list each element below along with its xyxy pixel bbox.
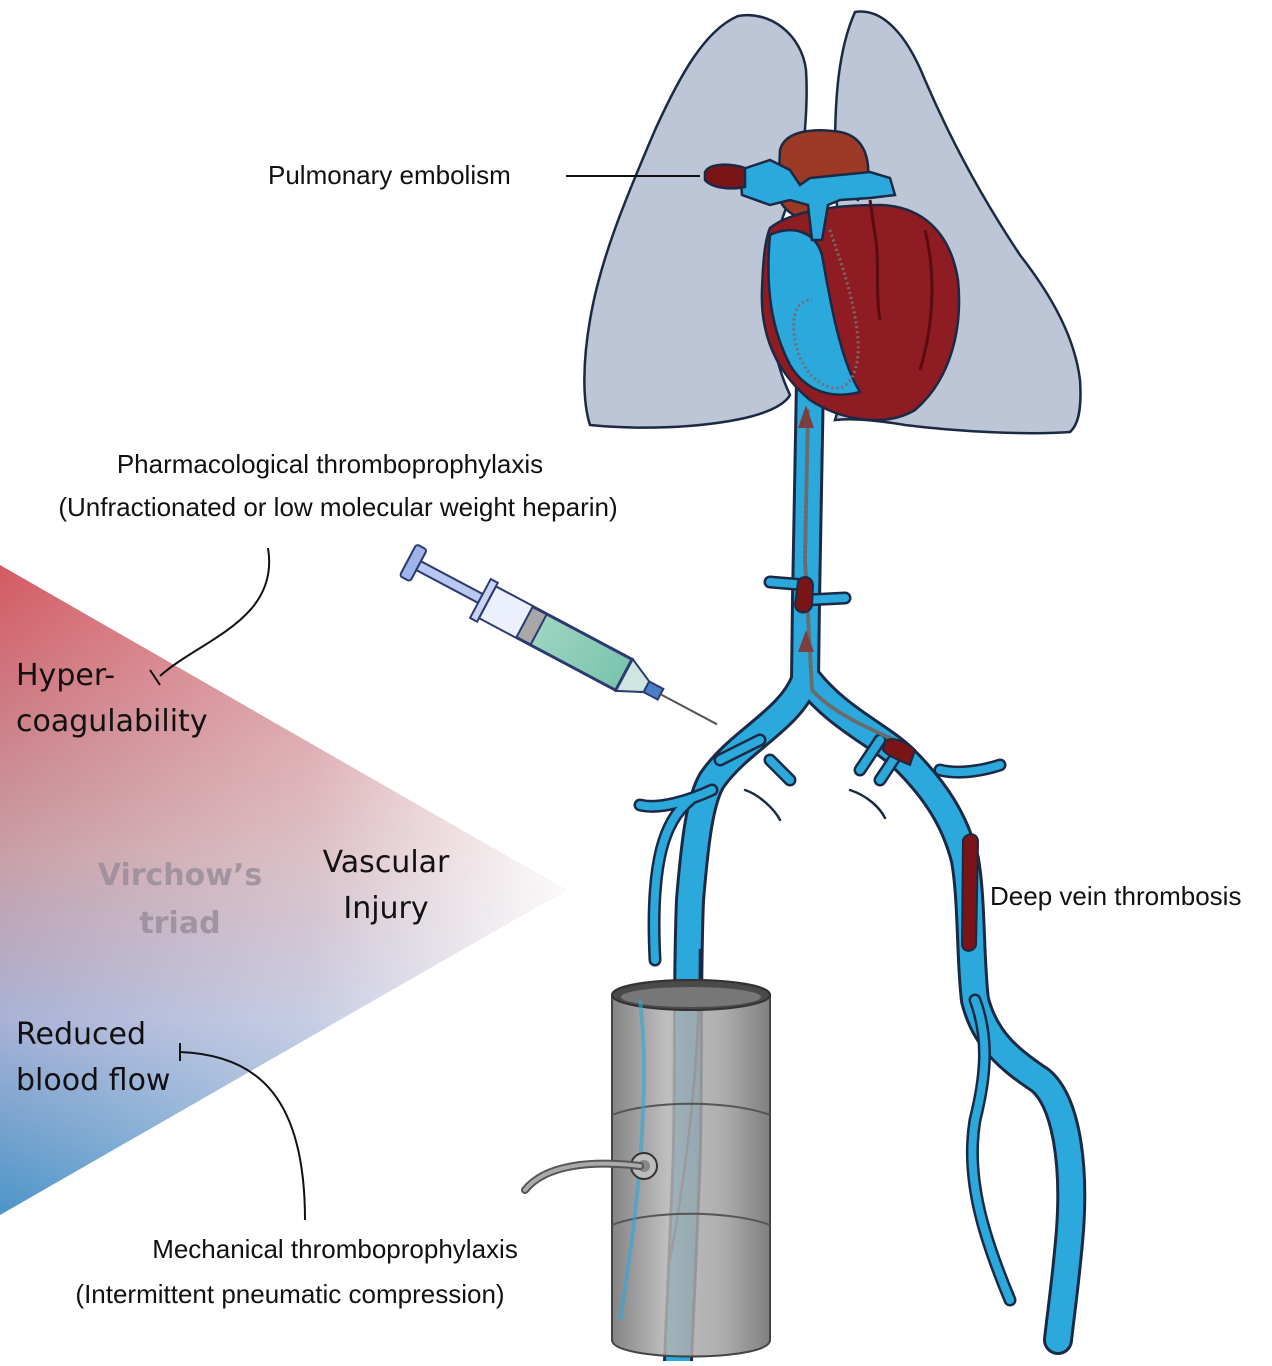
blood-flow-path (803, 408, 897, 742)
reduced-blood-flow-label: Reduced blood flow (16, 1012, 170, 1104)
femoral-thrombus (960, 833, 980, 952)
mech-inhibition-line (179, 1051, 306, 1221)
reduced-blood-flow-line-1: Reduced (16, 1017, 147, 1052)
pharm-inhibition-bar (149, 669, 161, 686)
hypercoagulability-line-2: coagulability (16, 704, 208, 739)
pulmonary-embolism-label: Pulmonary embolism (268, 160, 511, 190)
reduced-blood-flow-line-2: blood flow (16, 1063, 171, 1098)
hypercoagulability-label: Hyper- coagulability (16, 653, 208, 745)
vascular-injury-line-2: Injury (343, 891, 429, 926)
ivc-thrombus (793, 576, 815, 614)
pulmonary-artery (738, 158, 897, 242)
vascular-injury-line-1: Vascular (322, 845, 450, 880)
pharmacological-subtitle: (Unfractionated or low molecular weight … (58, 492, 618, 522)
pulmonary-embolus (703, 163, 747, 190)
right-ventricle (767, 228, 862, 396)
heart (703, 129, 961, 422)
syringe (399, 544, 718, 726)
mechanical-subtitle: (Intermittent pneumatic compression) (75, 1279, 505, 1309)
vascular-injury-label: Vascular Injury (316, 840, 456, 932)
annotation-lines (149, 175, 700, 1221)
virchows-triad-label: Virchow’s triad (80, 852, 280, 948)
virchows-triad-line-2: triad (139, 906, 221, 941)
virchows-triad-line-1: Virchow’s (97, 858, 263, 893)
deep-vein-thrombosis-label: Deep vein thrombosis (990, 881, 1242, 911)
virchow-triangle (0, 565, 566, 1215)
catheter-path (792, 229, 860, 390)
pharmacological-title: Pharmacological thromboprophylaxis (116, 449, 544, 479)
mechanical-title: Mechanical thromboprophylaxis (152, 1234, 518, 1264)
pharm-inhibition-line (159, 547, 271, 677)
right-lung (583, 13, 808, 429)
hypercoagulability-line-1: Hyper- (16, 658, 116, 693)
compression-cuff (521, 979, 771, 1358)
thrombi (793, 576, 980, 952)
iliac-thrombus (881, 738, 917, 767)
